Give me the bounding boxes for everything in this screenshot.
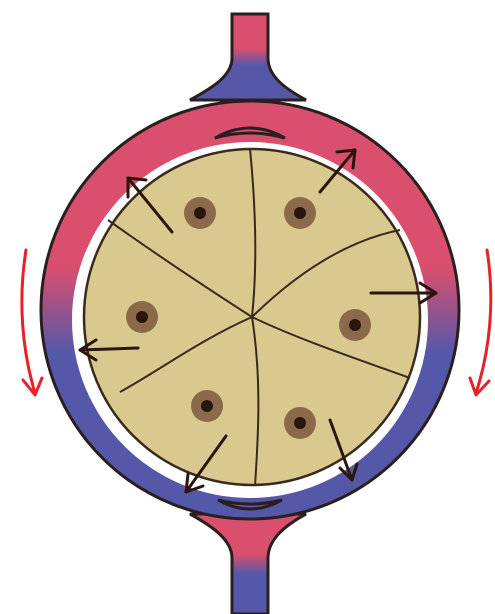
nucleus: [126, 301, 158, 333]
nucleus: [284, 197, 316, 229]
vein-stem: [190, 514, 306, 614]
flow-arrow-right: [470, 250, 491, 395]
nucleus: [191, 390, 223, 422]
artery-stem: [190, 14, 306, 100]
nucleus: [184, 197, 216, 229]
nucleus: [284, 407, 316, 439]
nucleus: [339, 309, 371, 341]
flow-arrow-left: [22, 250, 42, 395]
